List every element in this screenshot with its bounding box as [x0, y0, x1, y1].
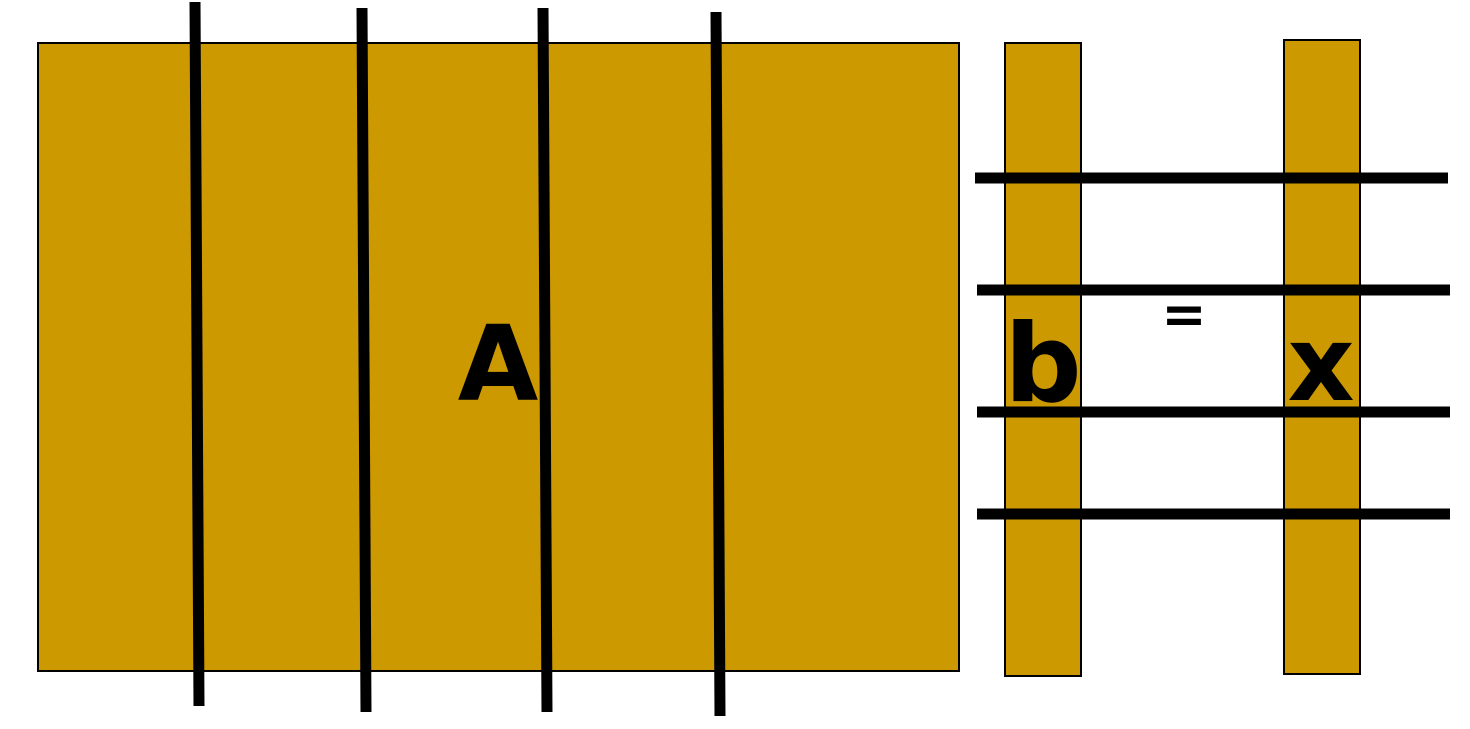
vector-x-label: x	[1287, 303, 1354, 425]
matrix-a-label: A	[458, 303, 539, 425]
matrix-column-line-1	[189, 1, 205, 707]
matrix-column-line-3	[537, 7, 553, 713]
vector-b-column	[1004, 42, 1082, 677]
vector-b-label: b	[1004, 302, 1081, 427]
matrix-column-line-4	[710, 11, 726, 717]
equals-sign: =	[1161, 283, 1206, 346]
vector-x-column	[1283, 39, 1361, 675]
matrix-column-line-2	[356, 7, 372, 713]
